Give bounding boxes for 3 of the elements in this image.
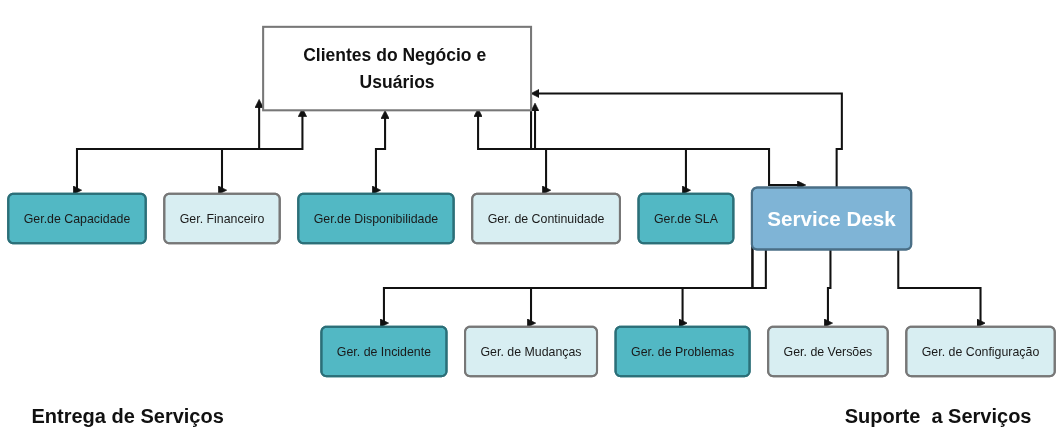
section-caption: Suporte a Serviços [844, 405, 1032, 428]
section-caption: Entrega de Serviços [31, 405, 224, 428]
node-box: Clientes do Negócio e Usuários [262, 25, 533, 112]
